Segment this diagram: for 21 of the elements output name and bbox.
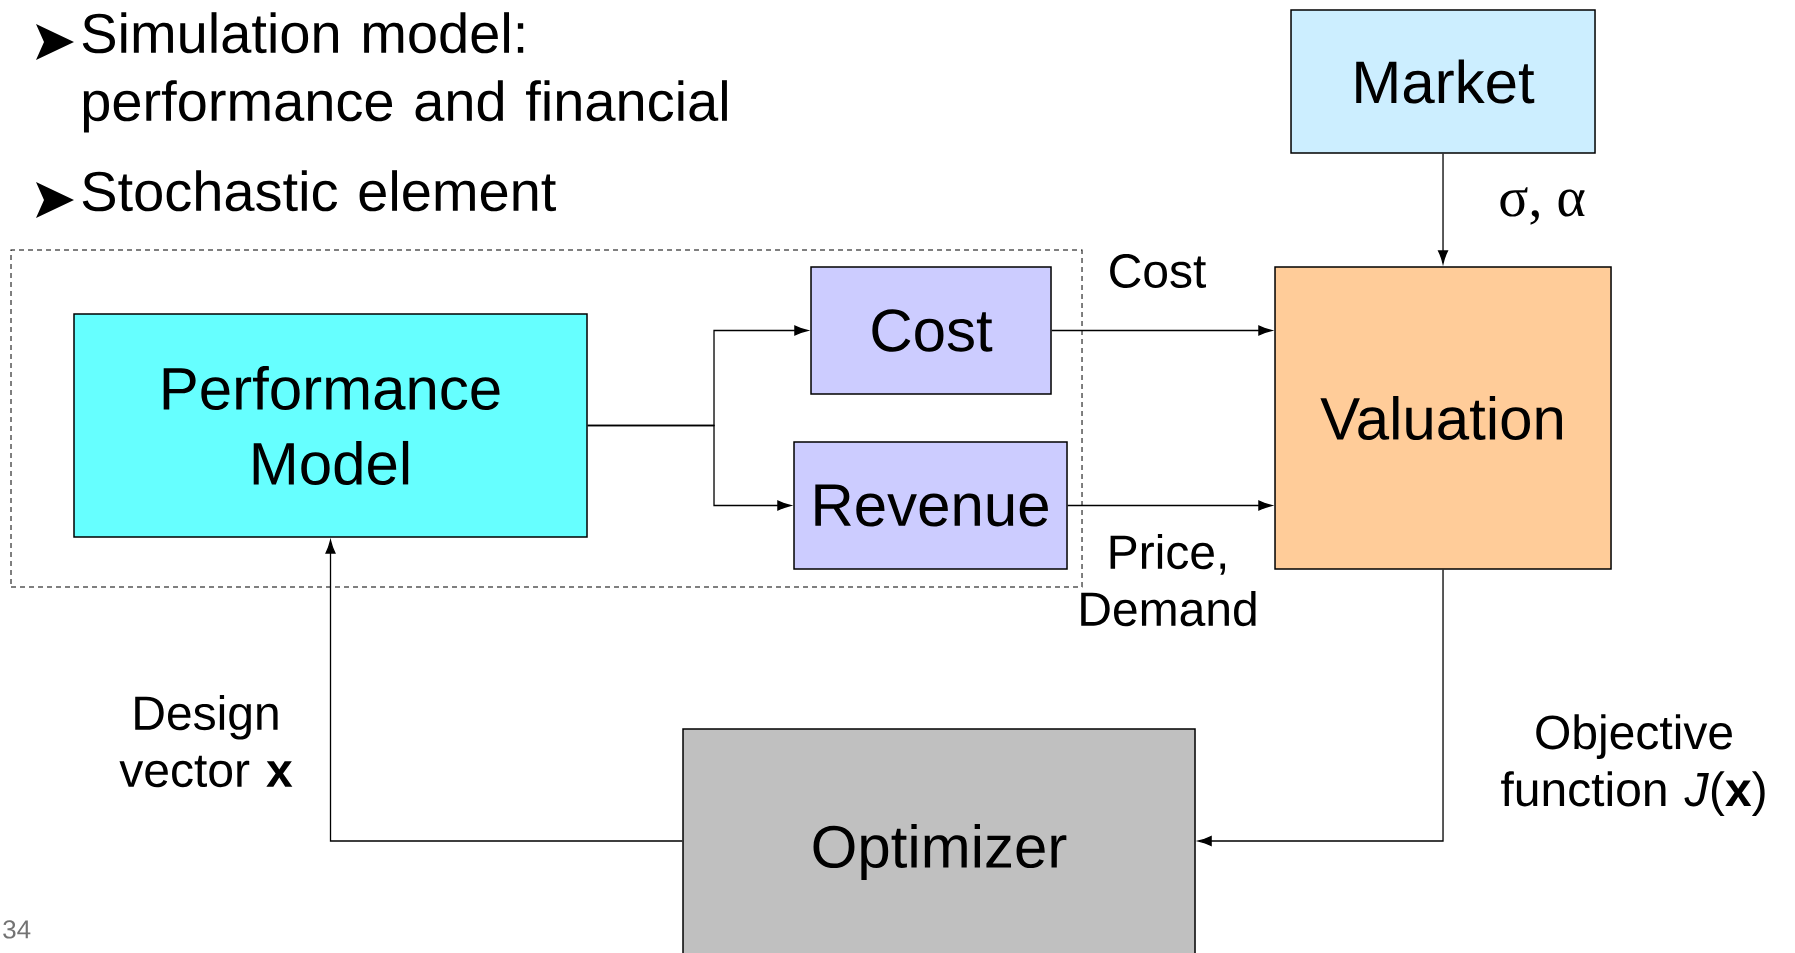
bullet-text: Stochastic element (82, 170, 556, 212)
edge-label: σ, α (1500, 187, 1585, 225)
process-box: Performance Model (73, 313, 588, 538)
process-box: Market (1290, 9, 1596, 154)
arrow (1067, 500, 1272, 511)
page-number: 34 (3, 920, 31, 939)
edge-label: Cost (1110, 254, 1206, 288)
arrow (587, 424, 791, 511)
edge-label: Design vector x (119, 694, 293, 788)
bullet-text: Simulation model: performance and financial (82, 12, 727, 133)
process-box: Cost (810, 266, 1052, 395)
arrow (325, 540, 683, 842)
process-box: Revenue (793, 441, 1068, 570)
arrow (1051, 325, 1272, 336)
process-box: Valuation (1274, 266, 1612, 570)
process-box: Optimizer (682, 728, 1196, 953)
arrow (1437, 153, 1449, 264)
arrow (1198, 569, 1444, 847)
edge-label: Price, Demand (1081, 533, 1256, 627)
edge-label: Objective function J(x) (1501, 714, 1765, 816)
dashed-frame (10, 249, 1083, 588)
